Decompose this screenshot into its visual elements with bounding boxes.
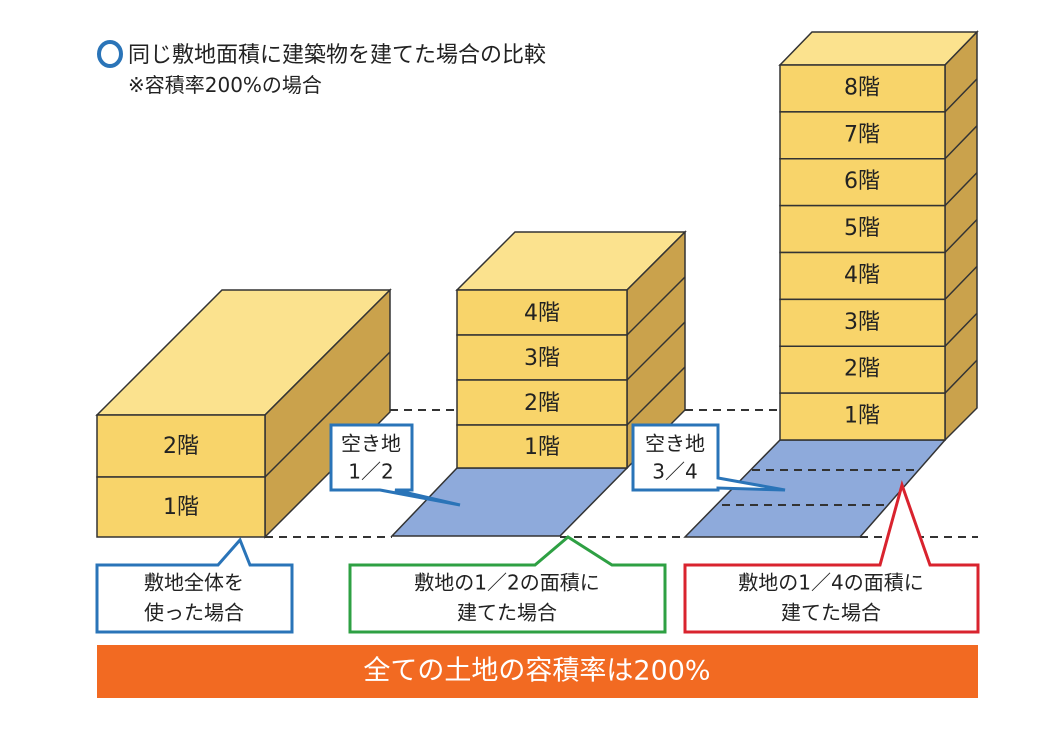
- svg-text:空き地: 空き地: [341, 432, 401, 456]
- floor-label: 1階: [524, 435, 560, 460]
- callout-open-half: 空き地 1／2: [329, 423, 461, 507]
- floor-side-line: [944, 78, 978, 113]
- floor-label: 4階: [524, 301, 560, 326]
- floor-label: 4階: [844, 263, 880, 288]
- caption-half-site: 敷地の1／2の面積に 建てた場合: [348, 535, 667, 634]
- floor-block: [779, 64, 946, 113]
- circle-bullet-icon: [97, 40, 123, 68]
- svg-text:使った場合: 使った場合: [144, 601, 244, 625]
- floor-label: 2階: [163, 434, 199, 459]
- svg-text:建てた場合: 建てた場合: [457, 601, 557, 625]
- floor-block: [779, 392, 946, 441]
- guide-lines: [265, 409, 978, 538]
- banner: [97, 645, 978, 698]
- floor-label: 2階: [844, 357, 880, 382]
- floor-side-line: [944, 359, 978, 394]
- open-space-ground: [390, 467, 629, 537]
- floor-label: 6階: [844, 169, 880, 194]
- floor-block: [779, 298, 946, 347]
- diagram-subtitle: ※容積率200%の場合: [128, 73, 322, 97]
- floor-block: [779, 204, 946, 254]
- building-half-site: 4階 3階 2階 1階: [390, 230, 687, 537]
- caption-full-site: 敷地全体を 使った場合: [95, 537, 294, 634]
- floor-label: 1階: [163, 495, 199, 520]
- diagram-title: 同じ敷地面積に建築物を建てた場合の比較: [128, 43, 546, 68]
- floor-block: [779, 345, 946, 394]
- floor-label: 1階: [844, 404, 880, 429]
- floor-block: [779, 111, 946, 160]
- floor-side-line: [944, 125, 978, 160]
- svg-text:敷地の1／2の面積に: 敷地の1／2の面積に: [414, 571, 599, 595]
- floor-block: [779, 158, 946, 207]
- floor-side-line: [944, 265, 978, 300]
- floor-label: 7階: [844, 122, 880, 147]
- svg-text:空き地: 空き地: [645, 432, 705, 456]
- svg-text:3／4: 3／4: [652, 460, 697, 484]
- floor-block: [779, 251, 946, 301]
- svg-text:建てた場合: 建てた場合: [781, 601, 881, 625]
- svg-text:1／2: 1／2: [348, 460, 393, 484]
- building-full-site: 2階 1階: [95, 288, 392, 539]
- svg-text:敷地の1／4の面積に: 敷地の1／4の面積に: [738, 571, 923, 595]
- callout-open-three-quarter: 空き地 3／4: [631, 423, 786, 492]
- svg-text:敷地全体を: 敷地全体を: [144, 571, 244, 595]
- floor-label: 2階: [524, 391, 560, 416]
- building-quarter-site: 8階 7階 6階 5階 4階 3階 2階 1階: [683, 30, 979, 538]
- floor-label: 8階: [844, 75, 880, 100]
- floor-side-line: [944, 218, 978, 254]
- floor-side-line: [944, 312, 978, 347]
- banner-text: 全ての土地の容積率は200%: [363, 656, 710, 687]
- floor-label: 3階: [524, 346, 560, 371]
- floor-label: 3階: [844, 310, 880, 335]
- floor-label: 5階: [844, 216, 880, 241]
- caption-quarter-site: 敷地の1／4の面積に 建てた場合: [683, 479, 980, 634]
- floor-side-line: [944, 172, 978, 207]
